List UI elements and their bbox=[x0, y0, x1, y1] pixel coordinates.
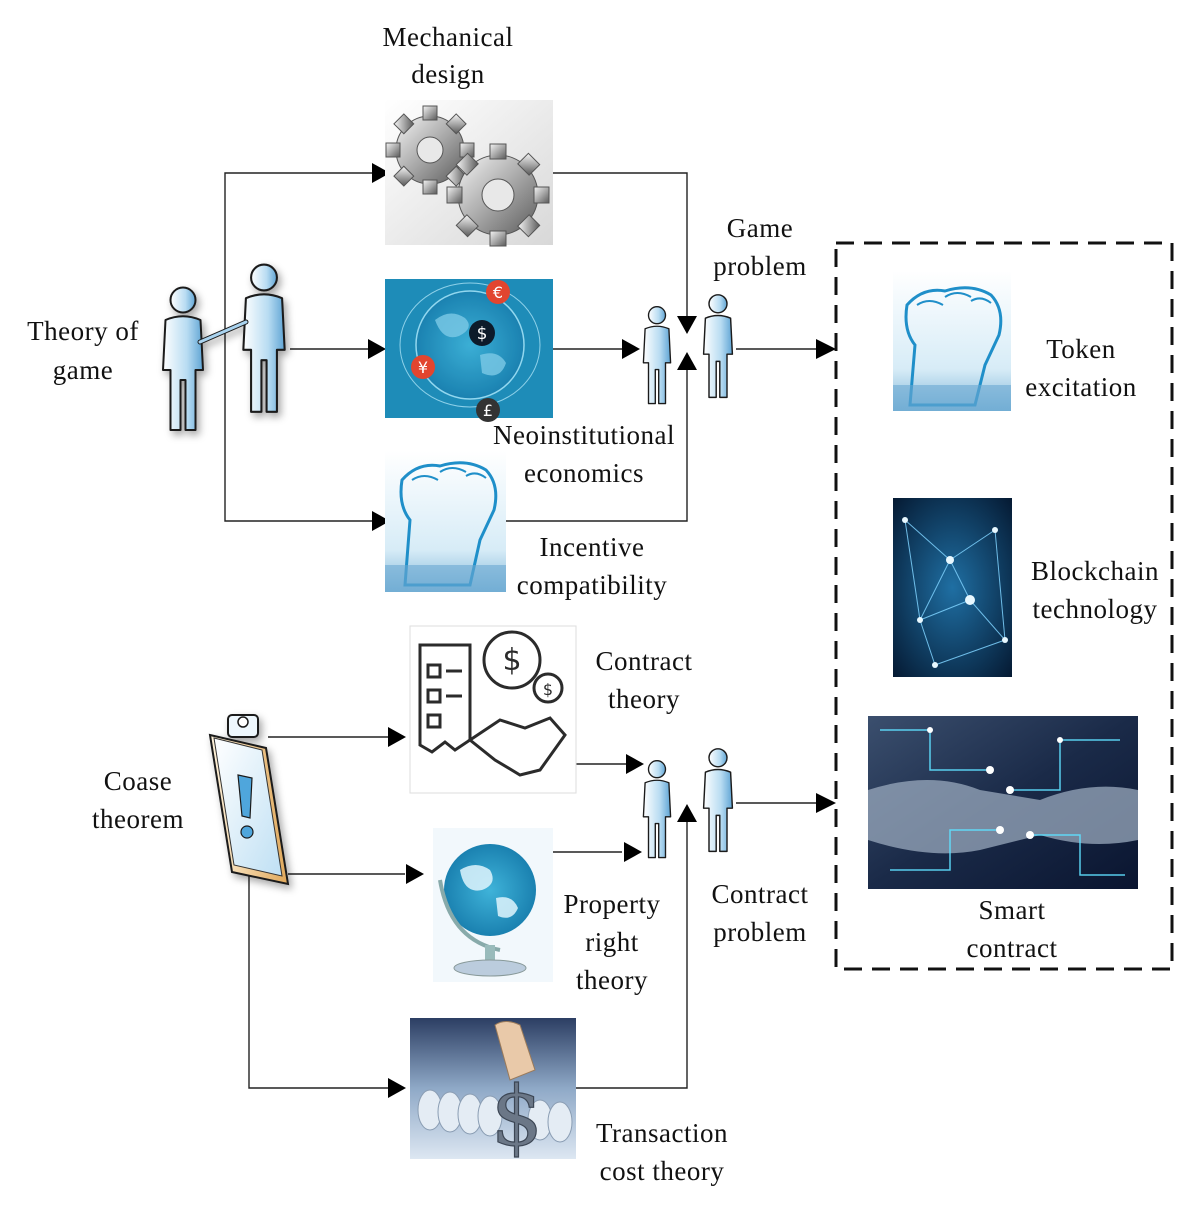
connectors-top bbox=[224, 163, 836, 531]
label-contract-theory: Contract theory bbox=[596, 646, 693, 714]
game-problem-people-icon bbox=[642, 294, 734, 405]
label-neoinstitutional-economics: Neoinstitutional economics bbox=[493, 420, 675, 488]
yen-symbol: ¥ bbox=[418, 358, 428, 377]
label-transaction-cost-theory: Transaction cost theory bbox=[596, 1118, 728, 1186]
pound-symbol: £ bbox=[483, 401, 493, 420]
svg-text:game: game bbox=[53, 355, 113, 385]
label-mechanical-design: Mechanical design bbox=[383, 22, 514, 89]
label-smart-contract: Smart contract bbox=[967, 895, 1058, 963]
svg-text:$: $ bbox=[543, 680, 553, 699]
digital-handshake-icon bbox=[868, 716, 1138, 889]
svg-text:theorem: theorem bbox=[92, 804, 184, 834]
svg-text:Property: Property bbox=[564, 889, 661, 919]
svg-text:$: $ bbox=[502, 643, 521, 678]
globe-currency-icon: € $ ¥ £ bbox=[385, 279, 553, 422]
svg-text:Contract: Contract bbox=[596, 646, 693, 676]
svg-text:Contract: Contract bbox=[712, 879, 809, 909]
label-token-excitation: Token excitation bbox=[1025, 334, 1136, 402]
svg-text:Game: Game bbox=[727, 213, 793, 243]
svg-text:cost theory: cost theory bbox=[600, 1156, 725, 1186]
svg-text:excitation: excitation bbox=[1025, 372, 1136, 402]
svg-text:Blockchain: Blockchain bbox=[1031, 556, 1159, 586]
token-excitation-icon bbox=[893, 271, 1011, 411]
svg-text:Theory of: Theory of bbox=[27, 316, 139, 346]
handshake-people-icon bbox=[162, 263, 286, 431]
contract-problem-people-icon bbox=[642, 748, 734, 859]
desk-globe-icon bbox=[433, 828, 553, 982]
svg-text:Token: Token bbox=[1046, 334, 1116, 364]
svg-text:Transaction: Transaction bbox=[596, 1118, 728, 1148]
svg-text:theory: theory bbox=[608, 684, 680, 714]
dollar-symbol: $ bbox=[477, 324, 488, 344]
connectors-bottom bbox=[248, 727, 836, 1098]
svg-text:problem: problem bbox=[713, 251, 806, 281]
svg-text:$: $ bbox=[491, 1070, 543, 1165]
svg-text:compatibility: compatibility bbox=[517, 570, 667, 600]
svg-text:Neoinstitutional: Neoinstitutional bbox=[493, 420, 675, 450]
svg-text:technology: technology bbox=[1033, 594, 1158, 624]
svg-text:Smart: Smart bbox=[979, 895, 1046, 925]
label-game-problem: Game problem bbox=[713, 213, 806, 281]
technology-group-frame bbox=[834, 241, 1174, 971]
raised-fist-icon bbox=[385, 451, 506, 592]
gears-icon bbox=[385, 100, 553, 247]
euro-symbol: € bbox=[493, 283, 503, 302]
dollar-hand-icon: $ bbox=[410, 1018, 576, 1166]
label-blockchain-technology: Blockchain technology bbox=[1031, 556, 1159, 624]
svg-text:problem: problem bbox=[713, 917, 806, 947]
svg-text:right: right bbox=[585, 927, 639, 957]
clipboard-alert-icon bbox=[208, 714, 290, 886]
svg-text:Mechanical: Mechanical bbox=[383, 22, 514, 52]
network-icon bbox=[893, 498, 1012, 677]
contract-handshake-icon: $ $ bbox=[409, 625, 577, 794]
svg-text:design: design bbox=[411, 59, 485, 89]
svg-text:Incentive: Incentive bbox=[540, 532, 645, 562]
label-property-right-theory: Property right theory bbox=[564, 889, 661, 995]
label-coase-theorem: Coase theorem bbox=[92, 766, 184, 834]
svg-text:theory: theory bbox=[576, 965, 648, 995]
svg-text:contract: contract bbox=[967, 933, 1058, 963]
svg-text:Coase: Coase bbox=[104, 766, 172, 796]
label-incentive-compatibility: Incentive compatibility bbox=[517, 532, 667, 600]
svg-text:economics: economics bbox=[524, 458, 644, 488]
label-theory-of-game: Theory of game bbox=[27, 316, 139, 385]
label-contract-problem: Contract problem bbox=[712, 879, 809, 947]
